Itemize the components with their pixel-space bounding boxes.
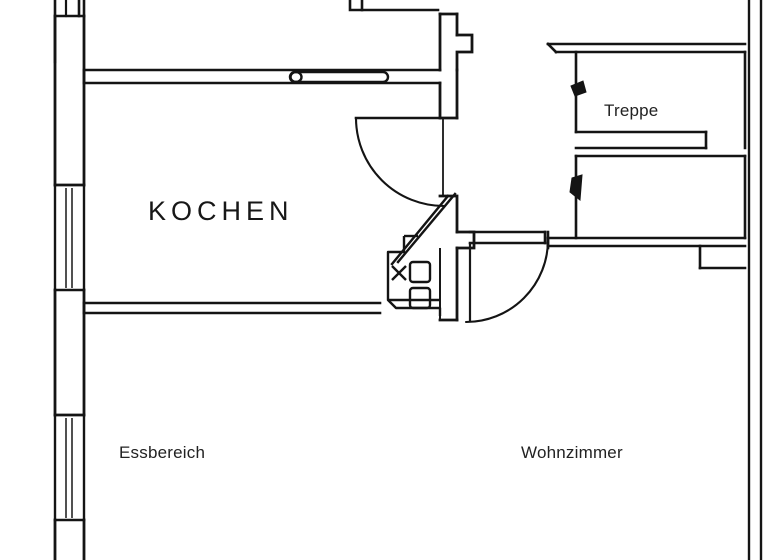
hall-south-wall (468, 230, 547, 322)
window-left-upper (53, 183, 86, 292)
stair-direction-marker-upper (570, 80, 587, 97)
kitchen-north-wall (82, 68, 442, 85)
essbereich-north-wall (82, 301, 382, 315)
window-left-lower (53, 413, 86, 522)
room-label-kochen: KOCHEN (148, 196, 294, 226)
kitchen-fixtures (386, 234, 442, 316)
kitchen-appliance-upper (408, 260, 432, 284)
window-top-horizontal (288, 70, 390, 84)
room-label-essbereich: Essbereich (119, 443, 206, 462)
central-vertical-wall (348, 0, 476, 322)
room-label-wohnzimmer: Wohnzimmer (521, 443, 623, 462)
right-exterior-wall (747, 0, 763, 560)
door-living-hall-arc (464, 230, 550, 324)
treppe-staircase (546, 42, 747, 248)
left-exterior-wall (53, 0, 86, 560)
stair-direction-marker-lower (569, 174, 583, 201)
room-label-treppe: Treppe (604, 101, 659, 120)
door-kitchen-hall-arc (354, 116, 446, 208)
kitchen-appliance-lower (408, 286, 432, 310)
lower-right-partition (698, 244, 747, 270)
